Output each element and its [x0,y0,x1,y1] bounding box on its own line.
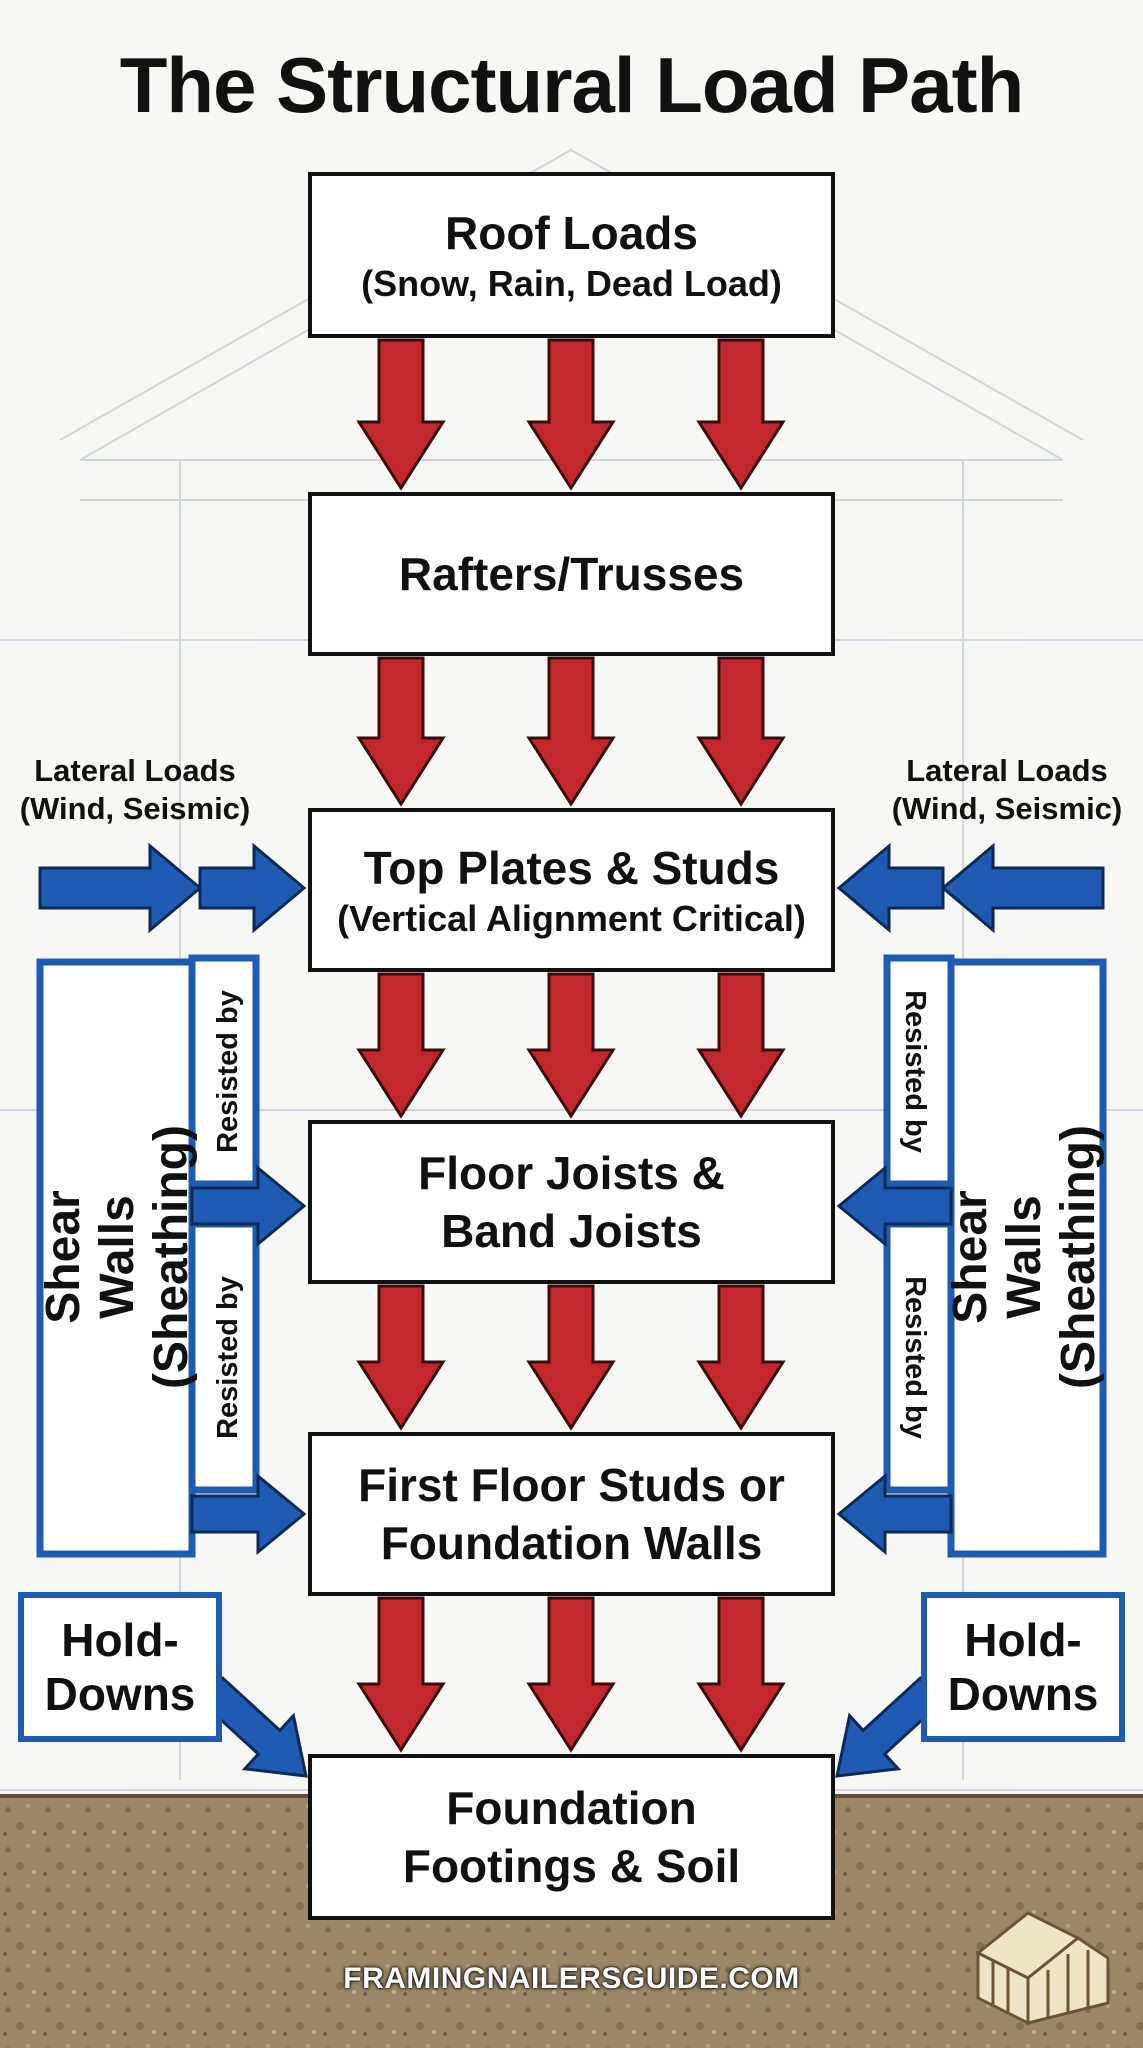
resist-arrow-right-joists [836,1164,953,1248]
footer-url: FRAMINGNAILERSGUIDE.COM [343,1962,800,1995]
gravity-arrow [696,972,786,1119]
gravity-arrow [696,1284,786,1431]
box-roof-loads: Roof Loads (Snow, Rain, Dead Load) [308,172,835,338]
resisted-by-left-lower: Resisted by [200,1224,256,1490]
shear-wall-left-frame [36,958,196,1558]
box-floor-joists-title: Floor Joists & Band Joists [418,1147,725,1257]
resisted-by-right-upper: Resisted by [886,958,942,1184]
lateral-arrow-left-outer [38,842,203,934]
resisted-by-text: Resisted by [211,1275,244,1439]
gravity-arrows [356,338,786,1753]
gravity-arrow [696,338,786,491]
resisted-by-right-upper-frame [883,954,955,1188]
shear-walls-left: Shear Walls (Sheathing) [37,970,198,1544]
gravity-arrow [356,1284,446,1431]
shear-wall-right-frame [947,958,1107,1558]
hold-down-arrow-left [199,1676,308,1778]
gravity-arrow [356,656,446,807]
gravity-arrow [526,656,616,807]
box-top-plates-title: Top Plates & Studs [363,842,780,894]
gravity-arrow [696,656,786,807]
box-top-plates: Top Plates & Studs (Vertical Alignment C… [308,808,835,972]
gravity-arrow [356,338,446,491]
diagram-title: The Structural Load Path [119,41,1024,129]
box-foundation-title: Foundation Footings & Soil [402,1782,741,1892]
shear-walls-left-label: Shear Walls (Sheathing) [37,1125,199,1389]
box-roof-loads-title: Roof Loads [445,207,698,259]
lateral-arrows [36,842,1107,1778]
box-first-floor-title: First Floor Studs or Foundation Walls [358,1459,785,1569]
lateral-loads-right-label: Lateral Loads (Wind, Seismic) [891,753,1123,826]
shear-walls-right: Shear Walls (Sheathing) [944,970,1105,1544]
gravity-arrow [526,1596,616,1753]
lateral-arrow-left-inner [198,842,307,934]
box-top-plates-sub: (Vertical Alignment Critical) [337,898,806,939]
resisted-by-left-upper-frame [188,954,260,1188]
resisted-by-text: Resisted by [898,989,931,1153]
resist-arrow-right-first-floor [836,1472,953,1556]
box-rafters-title: Rafters/Trusses [398,548,745,600]
box-foundation: Foundation Footings & Soil [308,1754,835,1920]
gravity-arrow [356,1596,446,1753]
lateral-arrow-right-inner [836,842,945,934]
resisted-by-text: Resisted by [211,989,244,1153]
lateral-arrow-right-outer [940,842,1105,934]
gravity-arrow [356,972,446,1119]
hold-downs-left: Hold- Downs [18,1592,222,1742]
shed-icon [975,1911,1110,2026]
box-rafters: Rafters/Trusses [308,492,835,656]
lateral-loads-left-label: Lateral Loads (Wind, Seismic) [19,753,251,826]
hold-downs-right: Hold- Downs [921,1592,1125,1742]
gravity-arrow [526,1284,616,1431]
resist-arrow-left-first-floor [190,1472,307,1556]
box-roof-loads-sub: (Snow, Rain, Dead Load) [361,263,782,304]
resisted-by-right-lower: Resisted by [886,1224,942,1490]
box-floor-joists: Floor Joists & Band Joists [308,1120,835,1284]
resisted-by-left-upper: Resisted by [200,958,256,1184]
box-first-floor: First Floor Studs or Foundation Walls [308,1432,835,1596]
gravity-arrow [526,338,616,491]
gravity-arrow [696,1596,786,1753]
resisted-by-right-lower-frame [883,1220,955,1494]
resist-arrow-left-joists [190,1164,307,1248]
gravity-arrow [526,972,616,1119]
shear-walls-right-label: Shear Walls (Sheathing) [944,1125,1106,1389]
resisted-by-text: Resisted by [898,1275,931,1439]
